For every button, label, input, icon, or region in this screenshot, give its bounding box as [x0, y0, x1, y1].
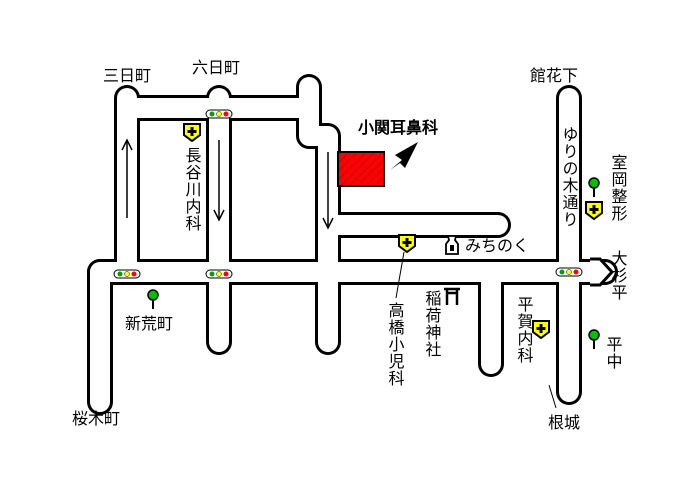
- tree-icon: [588, 177, 600, 197]
- road-fills: [90, 77, 615, 412]
- hospital-cross-icon: [585, 201, 603, 221]
- road-end-east: [590, 257, 615, 287]
- label-negishiro: 根城: [548, 413, 580, 432]
- label-mikkamachi: 三日町: [103, 66, 151, 85]
- traffic-signal-icon: [205, 109, 233, 119]
- clinic-building: [337, 151, 385, 187]
- traffic-signal-icon: [555, 267, 583, 277]
- hospital-cross-icon: [532, 320, 550, 340]
- leader-line: [395, 251, 405, 299]
- label-hiranaka: 平中: [604, 336, 623, 370]
- clinic-title: 小関耳鼻科: [358, 118, 438, 137]
- label-michinoku: みちのく: [465, 236, 529, 255]
- label-ohsugidaira: 大杉平: [609, 250, 628, 301]
- torii-icon: [444, 287, 460, 305]
- label-takahashi-clinic: 高橋小児科: [386, 302, 405, 387]
- one-way-arrow-icon: [213, 140, 225, 222]
- tree-icon: [147, 289, 159, 309]
- label-muikamachi: 六日町: [192, 58, 240, 77]
- label-murooka-clinic: 室岡整形: [609, 154, 628, 222]
- traffic-signal-icon: [113, 269, 141, 279]
- leader-line: [548, 384, 557, 409]
- label-hasegawa-clinic: 長谷川内科: [183, 147, 202, 232]
- one-way-arrow-icon: [121, 138, 133, 218]
- label-hiraka-clinic: 平賀内科: [515, 296, 534, 364]
- arrow-pointer-icon: [390, 142, 418, 170]
- label-yurinoki-street: ゆりの木通り: [560, 126, 579, 228]
- label-tatehanashita: 館花下: [530, 66, 578, 85]
- label-shinaracho: 新荒町: [125, 314, 173, 333]
- traffic-signal-icon: [205, 269, 233, 279]
- tree-icon: [588, 329, 600, 349]
- hospital-cross-icon: [398, 234, 416, 254]
- hospital-cross-icon: [183, 123, 201, 143]
- label-sakuragicho: 桜木町: [72, 409, 120, 428]
- michinoku-landmark-icon: [445, 235, 459, 255]
- one-way-arrow-icon: [322, 152, 334, 230]
- label-inari-shrine: 稲荷神社: [423, 290, 442, 358]
